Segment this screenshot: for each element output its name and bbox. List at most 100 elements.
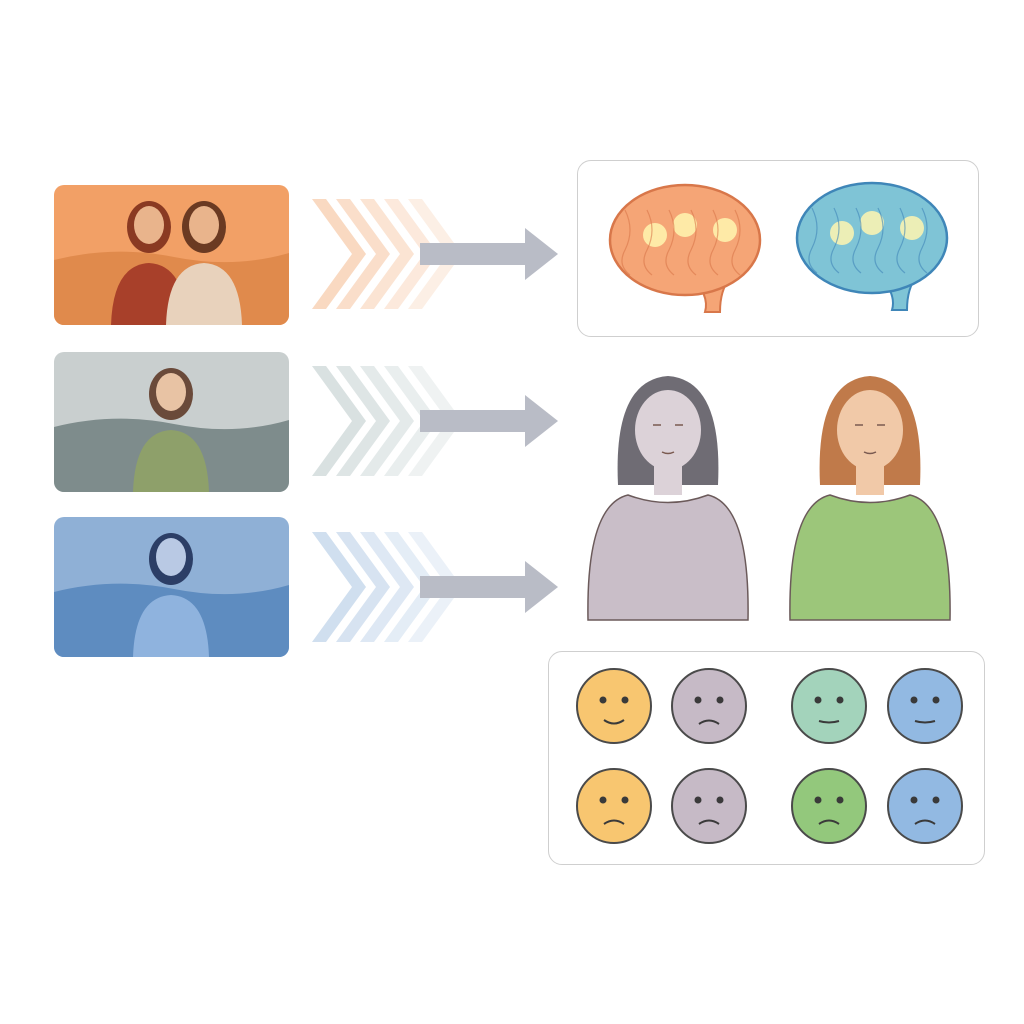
brain-fold [896,207,906,274]
eye [910,796,918,804]
green-woman-figure [789,376,951,621]
chevron-icon [312,199,366,309]
emotion-face-icon-smile [576,668,652,744]
emotion-face-icon-sad [671,668,747,744]
mouth [603,819,625,825]
face-circle [671,668,747,744]
arrow-head-icon [525,228,558,280]
body [133,430,209,492]
brain-glow [830,221,854,245]
mouth [818,819,840,825]
mouth [914,720,936,724]
emotion-face-icon-sad [576,768,652,844]
brain-fold [643,209,653,276]
brain-glow [860,211,884,235]
mouth [818,720,840,724]
mouth [698,719,720,725]
eye [836,696,844,704]
brain-glow [643,223,667,247]
face [635,390,701,470]
eye [932,796,940,804]
woman-blue-sea-scene [54,517,289,657]
arrow-head-icon [525,395,558,447]
eye [694,696,702,704]
facial-features [653,424,683,455]
body [133,595,209,657]
arrow-shaft [420,576,528,598]
chevron-icon [336,366,390,476]
brain-fold [808,207,818,274]
brain-fold [687,209,697,276]
chevron-icon [312,532,366,642]
couple-sunset-scene [54,185,289,325]
face [189,206,219,244]
scene-panel-3 [54,517,289,657]
chevron-icon [312,366,366,476]
eye [716,796,724,804]
brain-glow [673,213,697,237]
face-circle [887,768,963,844]
cool-brain-icon [795,181,949,311]
face-circle [576,668,652,744]
mouth [914,819,936,825]
brain-fold [830,207,840,274]
emotion-face-icon-sad [671,768,747,844]
eye [932,696,940,704]
chevron-icon [336,532,390,642]
arrow-head-icon [525,561,558,613]
brain-fold [709,209,719,276]
brain-fold [874,207,884,274]
eye [694,796,702,804]
woman-grey-sea-scene [54,352,289,492]
chevron-icon [360,532,414,642]
eye [814,696,822,704]
face-circle [791,668,867,744]
brain-glow [900,216,924,240]
mouth [603,719,625,725]
arrow-shaft [420,243,528,265]
emotion-face-icon-neutral [887,668,963,744]
arrow-shaft [420,410,528,432]
eye [599,796,607,804]
mouth [698,819,720,825]
eye [814,796,822,804]
brain-fold [918,207,928,274]
brain-hemisphere [608,183,762,297]
brain-fold [731,209,741,276]
scene-panel-1 [54,185,289,325]
eye [621,796,629,804]
brain-fold [665,209,675,276]
eye [621,696,629,704]
face [156,538,186,576]
emotion-face-icon-sad [791,768,867,844]
body [166,263,242,325]
shirt [789,494,951,621]
face [156,373,186,411]
face [134,206,164,244]
scene-panel-2 [54,352,289,492]
brain-fold [621,209,631,276]
face-circle [671,768,747,844]
brain-hemisphere [795,181,949,295]
facial-features [855,424,885,455]
face-circle [887,668,963,744]
emotion-face-icon-neutral [791,668,867,744]
emotion-face-icon-sad [887,768,963,844]
chevron-icon [360,199,414,309]
warm-brain-icon [608,183,762,313]
chevron-icon [360,366,414,476]
grey-woman-figure [587,376,749,621]
eye [599,696,607,704]
brain-fold [852,207,862,274]
shirt [587,494,749,621]
chevron-icon [336,199,390,309]
eye [836,796,844,804]
brain-glow [713,218,737,242]
eye [716,696,724,704]
face-circle [576,768,652,844]
face-circle [791,768,867,844]
eye [910,696,918,704]
face [837,390,903,470]
